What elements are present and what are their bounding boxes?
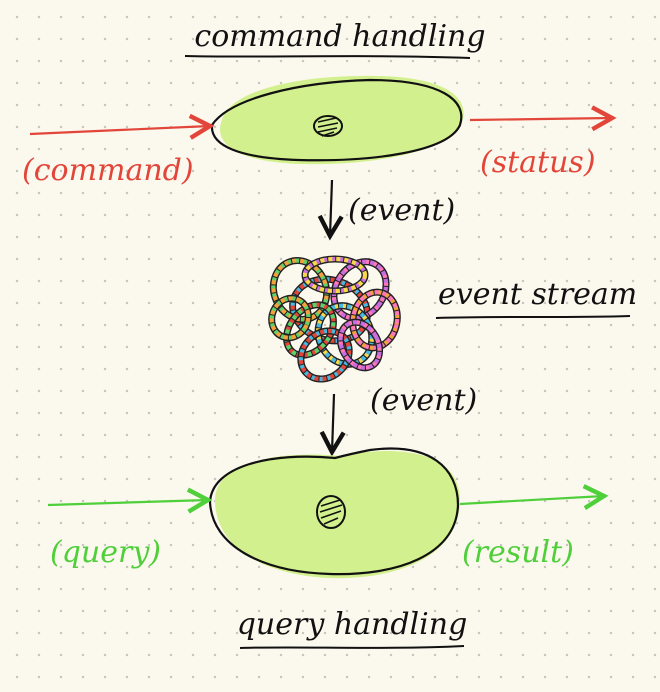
- event-stream-tangle: [268, 255, 401, 383]
- event-stream-loop-color: [298, 328, 352, 382]
- event-stream-loop-color: [269, 296, 311, 340]
- query-handler-core-icon: [316, 495, 346, 529]
- event-stream-loop-color: [350, 290, 400, 350]
- query-handling-title: query handling: [237, 607, 468, 642]
- event-down-arrow-bottom: [332, 393, 334, 452]
- event-stream-loop-color: [331, 259, 389, 321]
- command-handling-title: command handling: [194, 19, 485, 54]
- event-down-arrow-top: [330, 179, 332, 236]
- command-handler-outline: [210, 78, 463, 162]
- event-bottom-label: (event): [370, 383, 477, 418]
- command-input-arrow: [29, 126, 210, 134]
- status-output-arrow: [469, 118, 612, 120]
- command-handling-title-underline: [184, 55, 471, 59]
- event-stream-loop-color: [284, 302, 336, 358]
- event-stream-loop-color: [284, 302, 336, 358]
- query-input-label: (query): [50, 535, 161, 570]
- query-handler-outline: [208, 447, 460, 576]
- event-stream-loop-color: [338, 320, 382, 370]
- event-stream-underline: [435, 315, 631, 319]
- result-output-label: (result): [462, 535, 574, 570]
- command-input-label: (command): [22, 153, 194, 188]
- command-handler-fill: [220, 75, 464, 165]
- event-top-label: (event): [348, 193, 455, 228]
- query-handler-fill: [215, 451, 460, 579]
- query-input-arrow: [47, 500, 208, 505]
- status-output-label: (status): [480, 145, 596, 180]
- query-handling-title-underline: [239, 645, 465, 649]
- command-handler-core-icon: [313, 115, 343, 137]
- event-stream-label: event stream: [438, 277, 637, 312]
- event-stream-loop-color: [302, 256, 368, 294]
- result-output-arrow: [459, 496, 604, 504]
